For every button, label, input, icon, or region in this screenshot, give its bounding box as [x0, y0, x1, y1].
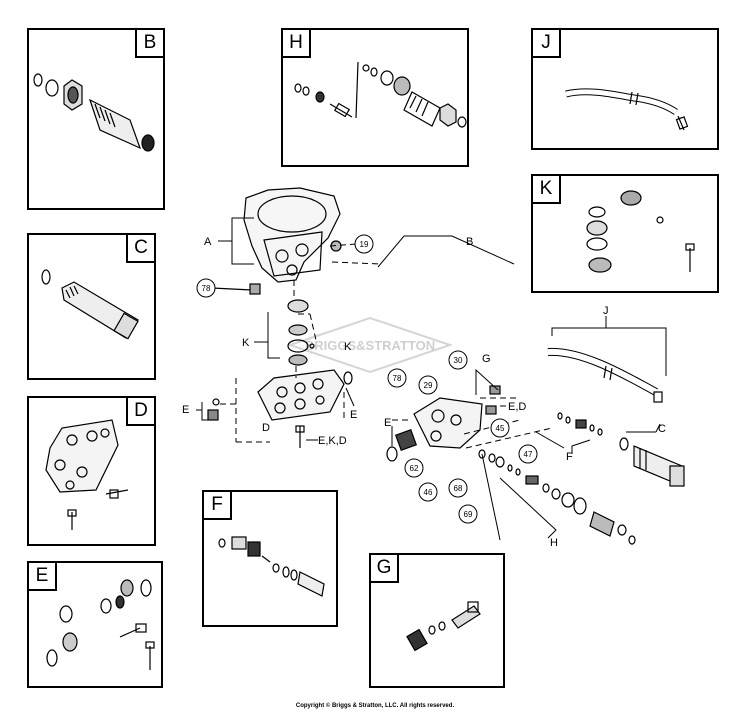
part-19: 19: [354, 234, 374, 254]
callout-h: H: [550, 537, 558, 549]
svg-text:30: 30: [454, 356, 463, 365]
panel-h-label: H: [283, 30, 311, 58]
panel-c-parts: [41, 269, 139, 340]
panel-j: J: [531, 28, 719, 150]
svg-text:19: 19: [360, 240, 369, 249]
part-78-b: 78: [387, 368, 407, 388]
callout-k-right: K: [344, 341, 352, 353]
callout-a: A: [204, 236, 212, 248]
panel-c: C: [27, 233, 156, 380]
svg-text:68: 68: [454, 484, 463, 493]
manifold-plate: [207, 369, 353, 448]
part-46: 46: [418, 482, 438, 502]
j-hose: [547, 347, 663, 403]
svg-text:62: 62: [410, 464, 419, 473]
svg-text:47: 47: [524, 450, 533, 459]
svg-text:78: 78: [202, 284, 211, 293]
f-h-part-strings: [507, 412, 636, 545]
pump-head: [211, 187, 342, 295]
callout-b: B: [466, 236, 473, 248]
panel-f: F: [202, 490, 338, 627]
panel-k-parts: [586, 190, 695, 273]
part-69: 69: [458, 504, 478, 524]
panel-e: E: [27, 561, 163, 688]
part-68: 68: [448, 478, 468, 498]
part-78-a: 78: [196, 278, 216, 298]
panel-h-parts: [294, 61, 467, 128]
panel-h: H: [281, 28, 469, 167]
panel-k-label: K: [533, 176, 561, 204]
callout-j: J: [603, 305, 609, 317]
copyright-notice: Copyright © Briggs & Stratton, LLC. All …: [295, 703, 455, 709]
panel-e-label: E: [29, 563, 57, 591]
part-62: 62: [404, 458, 424, 478]
panel-b-parts: [33, 73, 155, 152]
outlet-manifold: [386, 385, 505, 471]
part-45: 45: [490, 418, 510, 438]
panel-f-parts: [218, 536, 325, 597]
callout-k-left: K: [242, 337, 250, 349]
callout-ed: E,D: [508, 401, 526, 413]
part-30: 30: [448, 350, 468, 370]
panel-g-label: G: [371, 555, 399, 583]
callout-g: G: [482, 353, 491, 365]
part-number-bubbles: 19 78 30 29 78 45 47 62 46 68 69: [196, 234, 538, 524]
callout-e-mid: E: [350, 409, 357, 421]
watermark-text: BRIGGS&STRATTON: [305, 338, 435, 353]
panel-b-label: B: [135, 30, 163, 58]
part-29: 29: [418, 375, 438, 395]
callout-e-left: E: [182, 404, 189, 416]
panel-g: G: [369, 553, 505, 688]
watermark-logo: BRIGGS&STRATTON: [286, 316, 454, 374]
callout-ekd: E,K,D: [318, 435, 347, 447]
panel-j-parts: [565, 88, 689, 131]
callout-f: F: [566, 451, 573, 463]
panel-e-parts: [46, 579, 155, 670]
panel-f-label: F: [204, 492, 232, 520]
callout-letters: A B K K J G E E E D E,K,D E,D F C H: [182, 236, 666, 549]
panel-j-label: J: [533, 30, 561, 58]
dashed-connectors: [220, 243, 553, 449]
leader-lines: [196, 217, 667, 541]
k-seal-stack: [287, 299, 315, 366]
panel-d-parts: [45, 419, 129, 530]
svg-text:69: 69: [464, 510, 473, 519]
panel-c-label: C: [126, 235, 154, 263]
c-unloader-tube: [619, 437, 685, 487]
svg-text:45: 45: [496, 424, 505, 433]
callout-e-right: E: [384, 417, 391, 429]
svg-text:78: 78: [393, 374, 402, 383]
svg-text:46: 46: [424, 488, 433, 497]
panel-g-parts: [406, 601, 481, 652]
callout-d: D: [262, 422, 270, 434]
svg-text:29: 29: [424, 381, 433, 390]
callout-c: C: [658, 423, 666, 435]
panel-d-label: D: [126, 398, 154, 426]
part-47: 47: [518, 444, 538, 464]
